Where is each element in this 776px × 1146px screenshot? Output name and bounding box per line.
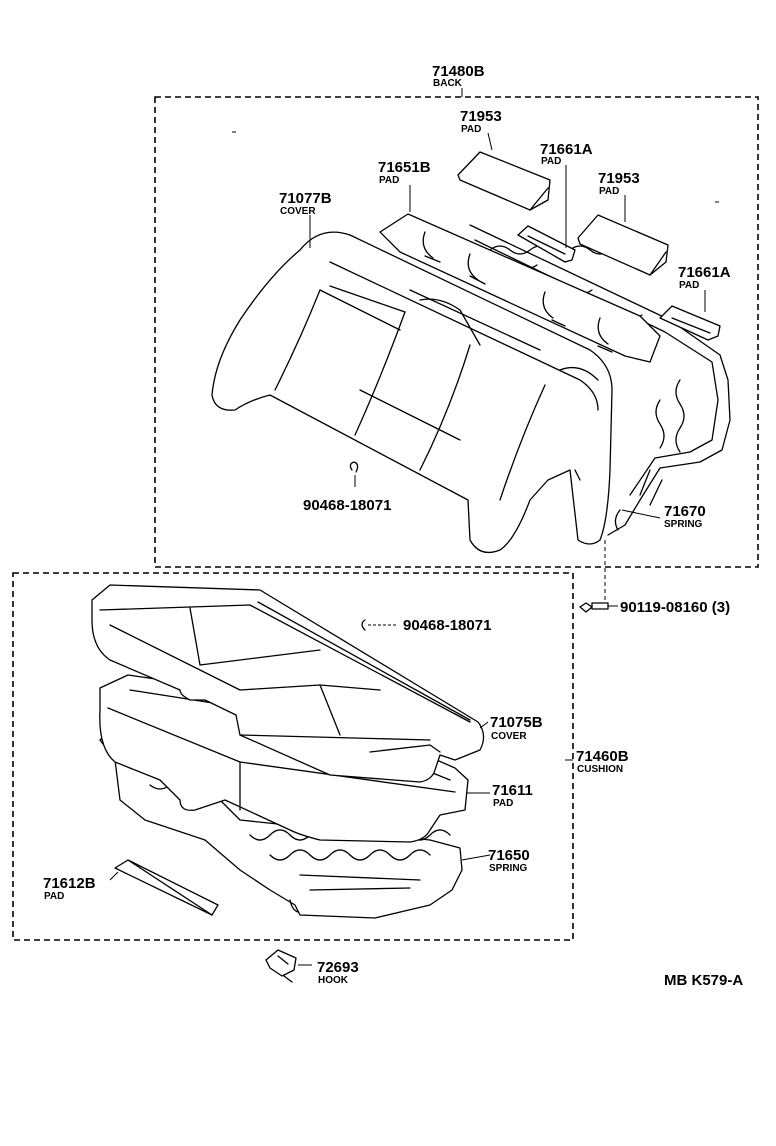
label-hogring-back: 90468-18071 (303, 497, 391, 514)
svg-text:71661A: 71661A (540, 141, 593, 158)
cushion-cover-71075b-shape (91, 584, 485, 783)
svg-text:PAD: PAD (541, 156, 561, 167)
svg-text:PAD: PAD (493, 798, 513, 809)
label-cushion: 71460B CUSHION (576, 748, 629, 775)
pad-71953-right-shape (577, 214, 669, 276)
label-pad-71611: 71611 PAD (492, 782, 533, 809)
label-hook: 72693 HOOK (317, 959, 359, 986)
svg-text:71953: 71953 (460, 108, 502, 125)
svg-text:PAD: PAD (44, 891, 64, 902)
label-cover-71077b: 71077B COVER (279, 190, 332, 217)
svg-text:PAD: PAD (679, 280, 699, 291)
svg-text:CUSHION: CUSHION (577, 764, 623, 775)
diagram-code: MB K579-A (664, 972, 743, 989)
svg-text:BACK: BACK (433, 78, 463, 89)
svg-text:COVER: COVER (491, 731, 527, 742)
label-pad-71612b: 71612B PAD (43, 875, 96, 902)
svg-text:72693: 72693 (317, 959, 359, 976)
svg-text:PAD: PAD (599, 186, 619, 197)
bolt-icon (579, 602, 609, 613)
svg-text:SPRING: SPRING (664, 519, 703, 530)
svg-text:71075B: 71075B (490, 714, 543, 731)
svg-text:COVER: COVER (280, 206, 316, 217)
svg-text:PAD: PAD (379, 175, 399, 186)
label-spring-71650: 71650 SPRING (488, 847, 530, 874)
label-hogring-cushion: 90468-18071 (403, 617, 491, 634)
cushion-group-box (12, 572, 574, 941)
svg-text:71651B: 71651B (378, 159, 431, 176)
svg-text:71661A: 71661A (678, 264, 731, 281)
svg-text:HOOK: HOOK (318, 975, 349, 986)
svg-text:71460B: 71460B (576, 748, 629, 765)
label-back: 71480B BACK (432, 63, 485, 89)
pad-71651b-shape (379, 213, 661, 363)
hog-ring-icon (361, 619, 366, 631)
label-pad-71661a-right: 71661A PAD (678, 264, 731, 291)
svg-text:71650: 71650 (488, 847, 530, 864)
label-spring-71670: 71670 SPRING (664, 503, 706, 530)
label-cover-71075b: 71075B COVER (490, 714, 543, 742)
label-bolt: 90119-08160 (3) (620, 599, 730, 616)
hook-icon (265, 949, 297, 983)
label-pad-71651b: 71651B PAD (378, 159, 431, 186)
pad-71953-top-shape (457, 151, 551, 211)
svg-text:71077B: 71077B (279, 190, 332, 207)
svg-text:SPRING: SPRING (489, 863, 528, 874)
pad-71661a-top-shape (517, 225, 576, 263)
back-group-box (154, 96, 759, 568)
back-cover-71077b-shape (211, 231, 613, 554)
svg-text:71670: 71670 (664, 503, 706, 520)
svg-text:71612B: 71612B (43, 875, 96, 892)
svg-text:71953: 71953 (598, 170, 640, 187)
label-pad-71953-top: 71953 PAD (460, 108, 502, 135)
pad-71612b-shape (114, 859, 219, 916)
label-pad-71953-right: 71953 PAD (598, 170, 640, 197)
svg-text:71480B: 71480B (432, 63, 485, 80)
svg-text:71611: 71611 (492, 782, 533, 799)
label-pad-71661a-top: 71661A PAD (540, 141, 593, 167)
svg-text:PAD: PAD (461, 124, 481, 135)
